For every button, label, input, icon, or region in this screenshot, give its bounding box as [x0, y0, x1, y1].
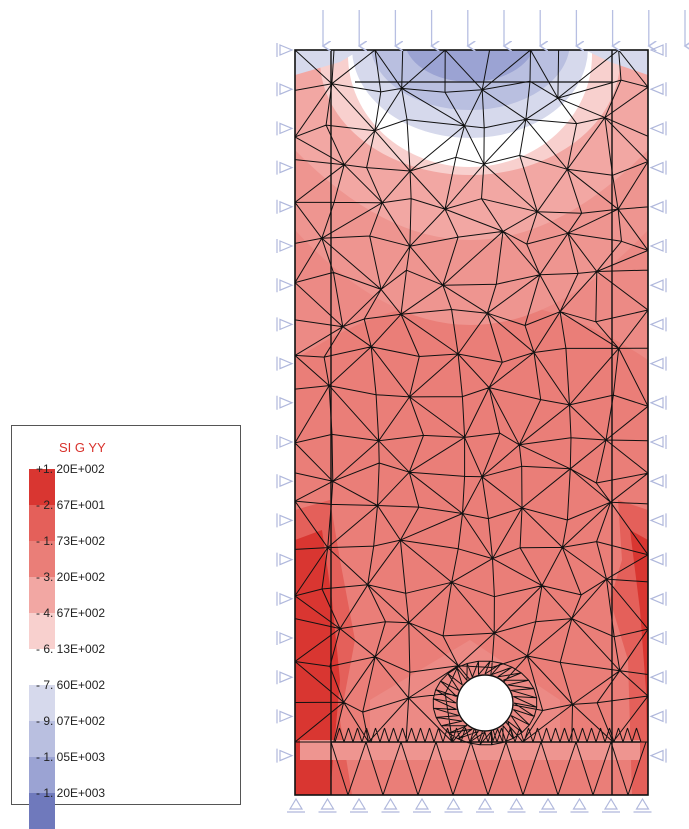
right-support-icon: [649, 278, 667, 293]
bottom-support-icon: [318, 797, 337, 813]
finite-element-mesh: [295, 50, 648, 795]
bottom-support-icon: [539, 797, 557, 813]
legend-swatch: [29, 541, 55, 577]
left-support-icon: [276, 356, 294, 371]
bottom-support-icon: [507, 797, 526, 813]
bottom-support-icon: [381, 797, 400, 813]
legend-level-label: - 1. 20E+003: [36, 786, 106, 800]
left-support-icon: [276, 435, 294, 449]
left-support-icon: [276, 121, 294, 136]
right-support-icon: [649, 356, 667, 371]
bottom-support-icon: [633, 797, 652, 813]
right-support-icon: [649, 160, 667, 175]
right-support-icon: [649, 239, 667, 253]
right-support-icon: [649, 709, 667, 724]
left-support-icon: [276, 278, 294, 293]
legend-level-label: +1. 20E+002: [36, 462, 105, 476]
bottom-support-icon: [413, 797, 431, 813]
legend-panel: SI G YY +1. 20E+002 - 2. 67E+001 - 1. 73E+…: [11, 425, 241, 829]
left-support-icon: [276, 317, 294, 332]
left-support-icon: [276, 199, 294, 214]
legend-title: SI G YY: [59, 440, 106, 455]
legend-level-label: - 6. 13E+002: [36, 642, 106, 656]
left-support-icon: [276, 395, 294, 410]
legend-level-label: - 7. 60E+002: [36, 678, 106, 692]
legend-swatch: [29, 577, 55, 613]
tunnel-opening: [456, 674, 514, 732]
legend-swatch: [29, 613, 55, 649]
legend-level-label: - 4. 67E+002: [36, 606, 106, 620]
mesh-edges-lower: [330, 741, 647, 795]
load-arrows: [323, 10, 685, 46]
legend-color-bar: [29, 469, 55, 829]
left-support-icon: [276, 474, 294, 489]
bottom-support-icon: [444, 797, 463, 813]
left-support-icon: [276, 239, 294, 253]
right-support-icon: [649, 552, 667, 567]
legend-level-label: - 9. 07E+002: [36, 714, 106, 728]
bottom-support-icon: [602, 797, 620, 813]
right-support-icon: [649, 513, 667, 528]
legend-swatch: [29, 757, 55, 793]
mesh-edges: [295, 50, 648, 746]
legend-level-label: - 1. 73E+002: [36, 534, 106, 548]
bottom-support-icon: [287, 797, 305, 813]
legend-swatch: [29, 685, 55, 721]
left-support-icon: [276, 591, 294, 606]
left-support-icon: [276, 552, 294, 567]
legend-swatch: [29, 649, 55, 685]
right-support-icon: [649, 82, 667, 97]
legend-level-label: - 2. 67E+001: [36, 498, 106, 512]
left-support-icon: [276, 43, 294, 57]
left-support-icon: [276, 513, 294, 528]
right-support-icon: [649, 199, 667, 214]
bottom-support-icon: [476, 797, 494, 813]
legend-level-label: - 1. 05E+003: [36, 750, 106, 764]
left-support-icon: [276, 160, 294, 175]
right-support-icon: [649, 435, 667, 449]
left-support-icon: [276, 709, 294, 724]
bottom-support-icon: [570, 797, 589, 813]
legend-swatch: [29, 505, 55, 541]
boundary-supports: [276, 43, 667, 813]
right-support-icon: [649, 670, 667, 685]
right-support-icon: [649, 474, 667, 489]
legend-swatch: [29, 721, 55, 757]
left-support-icon: [276, 631, 294, 645]
right-support-icon: [649, 395, 667, 410]
right-support-icon: [649, 121, 667, 136]
bottom-support-icon: [350, 797, 368, 813]
legend-level-label: - 3. 20E+002: [36, 570, 106, 584]
right-support-icon: [649, 43, 667, 57]
left-support-icon: [276, 748, 294, 763]
left-support-icon: [276, 670, 294, 685]
right-support-icon: [649, 631, 667, 645]
right-support-icon: [649, 591, 667, 606]
left-support-icon: [276, 82, 294, 97]
legend-swatch: [29, 469, 55, 505]
right-support-icon: [649, 748, 667, 763]
right-support-icon: [649, 317, 667, 332]
